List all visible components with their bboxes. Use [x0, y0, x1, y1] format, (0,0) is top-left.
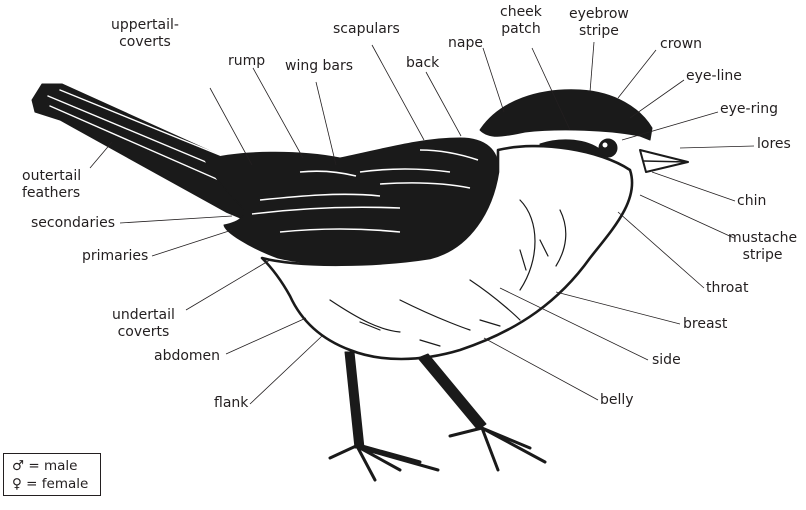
label-uppertail-coverts: uppertail- coverts — [111, 17, 179, 51]
left-leg — [345, 352, 364, 448]
label-side: side — [652, 352, 681, 369]
label-eyebrow-stripe: eyebrow stripe — [569, 6, 629, 40]
legend-male: ♂ = male — [12, 457, 100, 475]
eye — [599, 139, 617, 157]
label-breast: breast — [683, 316, 727, 333]
wing — [205, 138, 498, 265]
right-leg — [418, 354, 486, 430]
label-cheek-patch: cheek patch — [500, 4, 542, 38]
label-wing-bars: wing bars — [285, 58, 353, 75]
label-chin: chin — [737, 193, 766, 210]
label-outertail-feathers: outertail feathers — [22, 168, 81, 202]
label-scapulars: scapulars — [333, 21, 400, 38]
label-throat: throat — [706, 280, 748, 297]
sex-symbol-legend: ♂ = male ♀ = female — [3, 453, 101, 496]
label-undertail-coverts: undertail coverts — [112, 307, 175, 341]
head — [480, 90, 652, 140]
label-crown: crown — [660, 36, 702, 53]
label-rump: rump — [228, 53, 265, 70]
label-back: back — [406, 55, 439, 72]
label-nape: nape — [448, 35, 483, 52]
label-belly: belly — [600, 392, 634, 409]
legend-female: ♀ = female — [12, 475, 100, 493]
label-eye-line: eye-line — [686, 68, 742, 85]
left-foot — [330, 446, 438, 480]
right-foot — [450, 428, 545, 470]
label-flank: flank — [214, 395, 248, 412]
label-eye-ring: eye-ring — [720, 101, 778, 118]
label-lores: lores — [757, 136, 791, 153]
label-secondaries: secondaries — [31, 215, 115, 232]
label-abdomen: abdomen — [154, 348, 220, 365]
label-primaries: primaries — [82, 248, 148, 265]
label-mustache-stripe: mustache stripe — [728, 230, 797, 264]
